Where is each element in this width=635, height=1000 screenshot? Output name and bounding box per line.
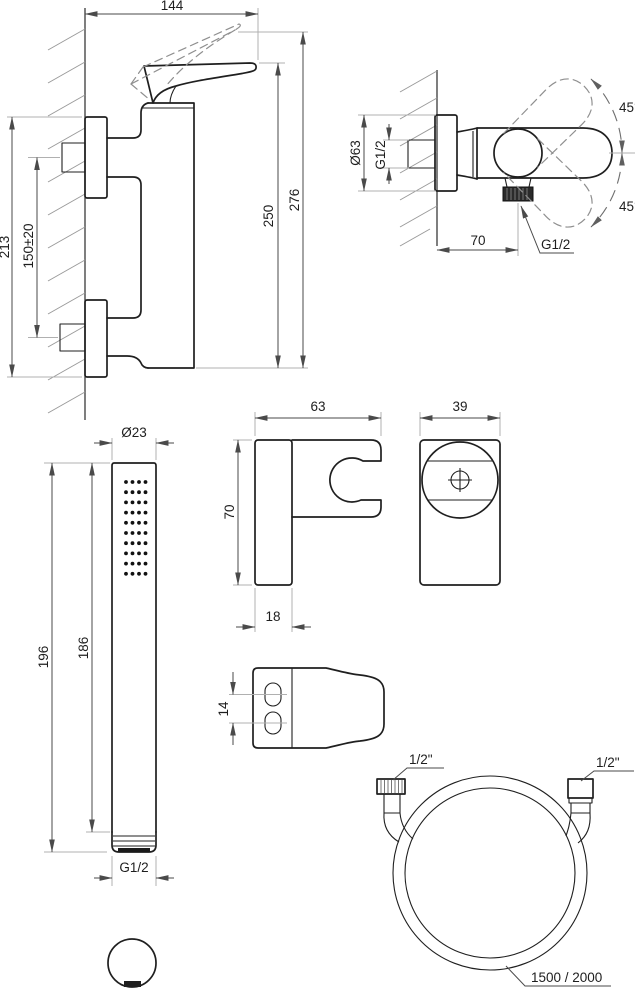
dim-mixer-raised-height: 276: [287, 189, 302, 212]
dim-holder-plate-depth: 18: [265, 609, 280, 624]
mixer-body-side: [59, 102, 195, 378]
hose-view: 1/2" 1/2" 1500 / 2000: [376, 752, 634, 987]
lower-inlet-stub: [59, 323, 86, 352]
spray-nozzles: [124, 480, 148, 576]
dim-holder-width: 39: [452, 399, 467, 414]
holder-front-dimensions: 39: [419, 399, 501, 436]
dim-handshower-total-length: 196: [36, 646, 51, 669]
flange-top-view: [434, 114, 458, 192]
dim-hose-left-thread: 1/2": [409, 752, 433, 767]
holder-front-view: 39: [419, 399, 501, 586]
dim-holder-height: 70: [222, 504, 237, 519]
holder-side-dimensions: 63 70 18: [222, 399, 382, 632]
dim-outlet-offset: 70: [470, 233, 485, 248]
dim-hose-length: 1500 / 2000: [531, 970, 602, 985]
dim-mixer-inlet-spacing: 150±20: [21, 224, 36, 269]
hose-labels: 1/2" 1/2" 1500 / 2000: [392, 752, 634, 987]
dim-handshower-thread: G1/2: [119, 860, 148, 875]
upper-inlet-stub: [61, 142, 86, 173]
dim-mixer-lever-height: 250: [261, 205, 276, 228]
holder-arm: [291, 439, 382, 518]
dim-inlet-thread: G1/2: [373, 140, 388, 169]
mixer-top-view: 45° 45° Ø63 G1/2 70 G1/2: [348, 70, 635, 256]
dim-handshower-diameter: Ø23: [121, 425, 147, 440]
handshower-dimensions: Ø23 196 186 G1/2: [36, 425, 174, 886]
holder-front-body: [419, 439, 501, 586]
handshower-body: [111, 462, 157, 833]
dim-handshower-body-length: 186: [76, 637, 91, 660]
holder-back-view: 14: [216, 667, 385, 749]
mixer-side-dimensions: 144 276 250 213 150±20: [0, 0, 308, 378]
dim-swing-up: 45°: [619, 100, 635, 115]
dim-swing-down: 45°: [619, 199, 635, 214]
dim-flange-diameter: Ø63: [348, 140, 363, 166]
holder-wall-plate: [254, 439, 293, 586]
holder-side-view: 63 70 18: [222, 399, 382, 632]
hose-loop-outer: [392, 775, 588, 971]
hose-left-connector: [376, 778, 414, 843]
dim-mixer-body-height: 213: [0, 236, 12, 259]
holder-ring: [421, 441, 499, 519]
inlet-stub-top-view: [407, 139, 436, 169]
upper-escutcheon: [84, 116, 108, 199]
dim-outlet-thread: G1/2: [541, 237, 570, 252]
dim-hose-right-thread: 1/2": [596, 755, 620, 770]
mixer-body-top: [407, 114, 613, 202]
handshower-front-view: Ø23 196 186 G1/2: [36, 425, 174, 886]
wall-hatching-top: [399, 70, 438, 247]
hose-right-connector: [565, 778, 594, 844]
dim-holder-depth: 63: [310, 399, 325, 414]
lever-swing-dashed: 45° 45°: [503, 78, 635, 228]
mixer-side-view: 144 276 250 213 150±20: [0, 0, 308, 420]
dim-slot-spacing: 14: [216, 701, 231, 717]
mixer-top-dimensions: Ø63 G1/2 70 G1/2: [348, 114, 574, 256]
handshower-top-tab: [124, 981, 141, 987]
mixer-lever-raised-dashed: [130, 23, 241, 101]
handshower-top-view: [107, 938, 157, 988]
hose-loop-inner: [404, 787, 576, 959]
mixer-lever-side: [143, 62, 257, 104]
holder-screw: [448, 468, 472, 492]
lower-escutcheon: [84, 299, 108, 378]
lever-pivot-circle: [493, 128, 543, 178]
dim-mixer-width: 144: [161, 0, 184, 13]
holder-back-outline: [252, 667, 385, 749]
holder-back-dimensions: 14: [216, 672, 287, 745]
thread-end-band: [118, 848, 150, 852]
wall-hatching: [47, 8, 86, 420]
